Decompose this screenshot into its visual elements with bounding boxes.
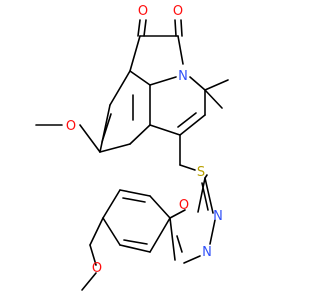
bond-double-inner	[101, 113, 112, 143]
bond	[137, 19, 141, 37]
bond	[149, 76, 177, 86]
bond	[179, 164, 196, 171]
bond	[174, 19, 177, 37]
bond	[119, 244, 151, 253]
bond	[89, 217, 104, 246]
bond-double-inner	[176, 235, 183, 253]
bond	[189, 76, 206, 91]
bond-layer	[35, 19, 229, 291]
bond	[143, 19, 147, 37]
bond	[102, 217, 121, 246]
bond	[169, 217, 176, 261]
bond	[149, 217, 171, 253]
bond	[89, 244, 97, 266]
bond	[99, 104, 111, 153]
nitrogen-atom-label: N	[178, 69, 188, 84]
bond-double-inner	[177, 112, 197, 128]
oxygen-atom-label: O	[92, 261, 102, 276]
bond	[79, 124, 101, 153]
bond	[102, 189, 121, 219]
bond-double-inner	[122, 197, 146, 203]
bond	[129, 35, 141, 72]
bond	[183, 255, 201, 264]
bond	[197, 177, 206, 213]
sulfur-atom-label: S	[197, 165, 205, 180]
bond	[129, 124, 151, 145]
bond	[179, 114, 206, 136]
atom-label-layer: O O N O S O N N O	[66, 4, 223, 276]
bond-double-inner	[123, 239, 148, 245]
oxygen-atom-label: O	[179, 198, 189, 213]
bond	[169, 209, 186, 219]
bond	[119, 189, 151, 197]
oxygen-atom-label: O	[138, 4, 148, 19]
oxygen-atom-label: O	[66, 119, 76, 134]
bond	[177, 35, 184, 65]
bond	[209, 219, 216, 245]
bond	[99, 143, 131, 153]
oxygen-atom-label: O	[173, 4, 183, 19]
bond	[204, 79, 229, 91]
nitrogen-atom-label: N	[213, 209, 223, 224]
bond	[149, 195, 171, 219]
bond	[129, 70, 151, 86]
bond-double-inner	[201, 182, 209, 211]
bond	[180, 19, 183, 37]
bond	[204, 89, 223, 109]
bond	[81, 272, 97, 291]
bond	[204, 177, 214, 214]
nitrogen-atom-label: N	[202, 245, 212, 260]
bond	[109, 70, 131, 106]
molecule-drawing: O O N O S O N N O	[35, 4, 229, 291]
bond	[149, 124, 181, 136]
molecule-structure: O O N O S O N N O	[35, 4, 229, 291]
